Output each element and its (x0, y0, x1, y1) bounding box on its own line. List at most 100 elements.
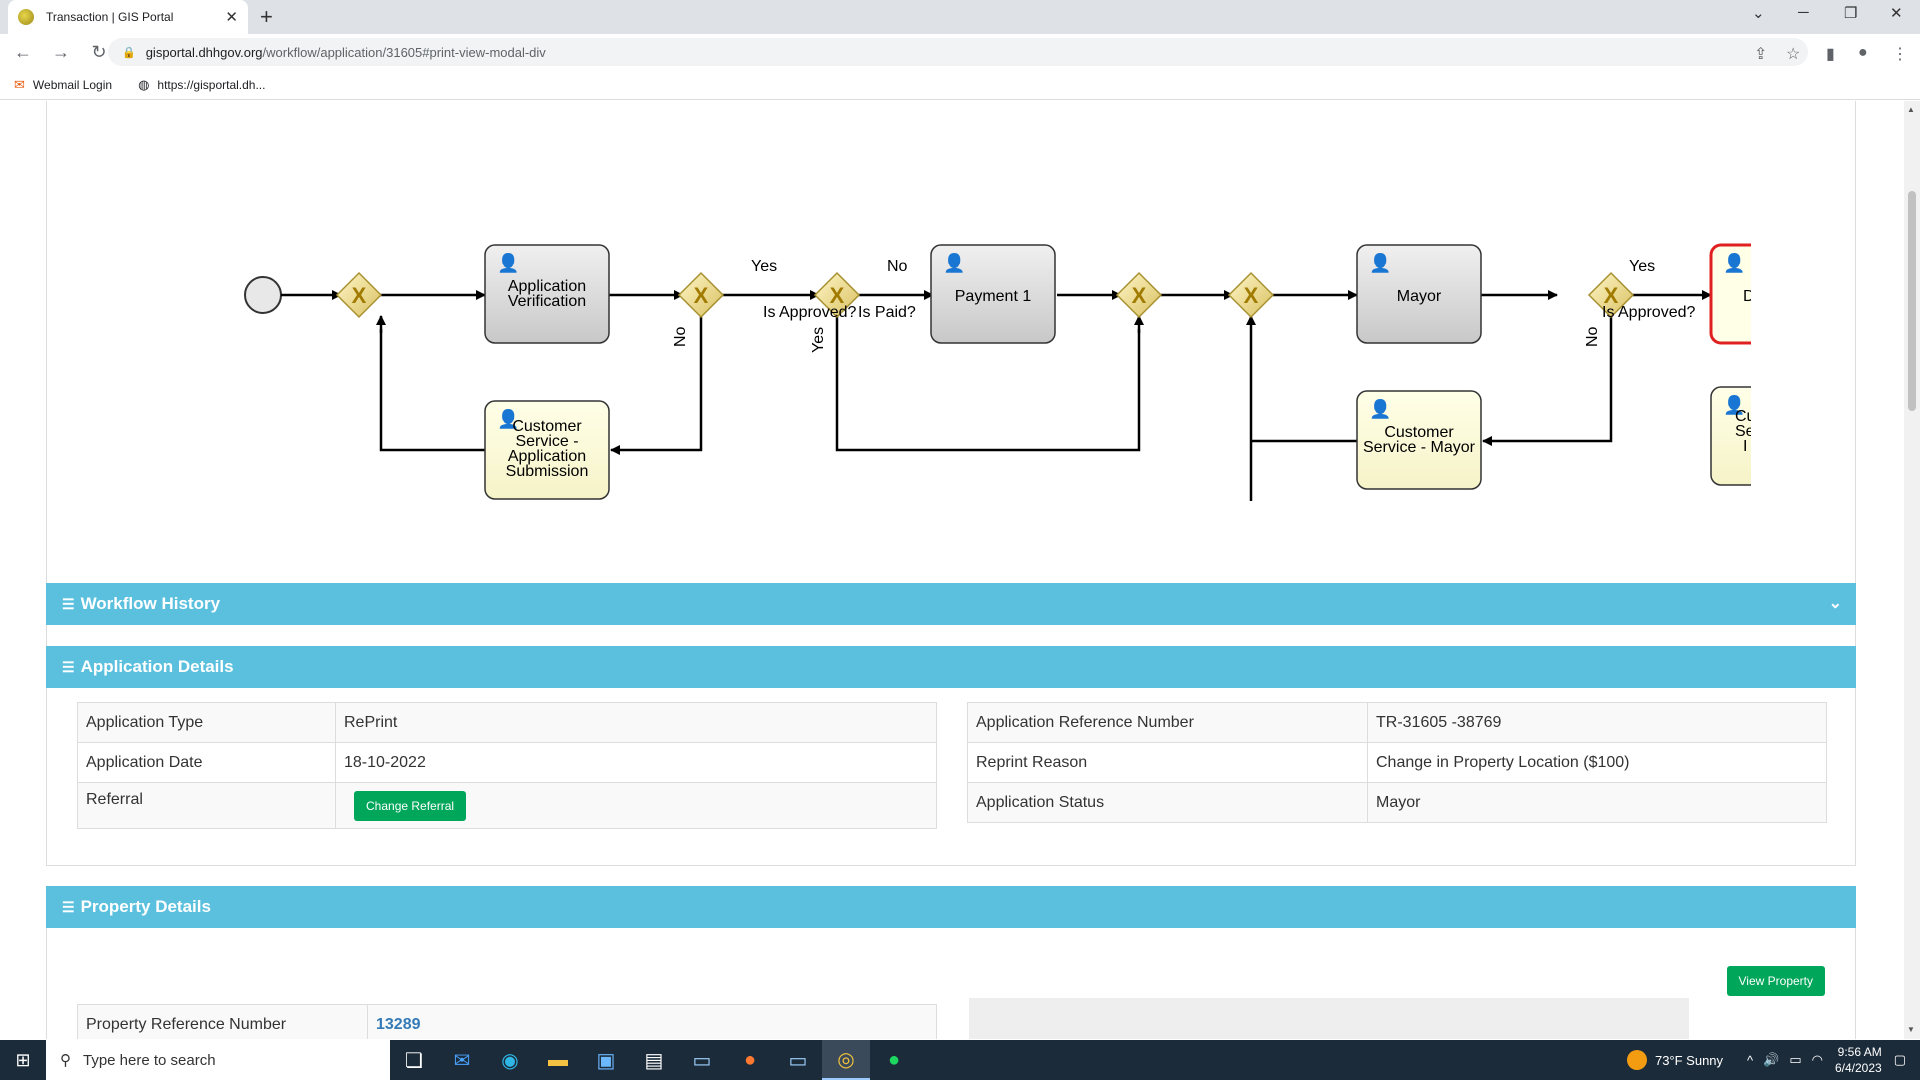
scrollbar-thumb[interactable] (1908, 191, 1916, 411)
user-task-icon: 👤 (1723, 252, 1745, 273)
globe-icon: ◍ (138, 76, 150, 92)
table-row: Application Status Mayor (967, 782, 1827, 823)
bookmark-label: https://gisportal.dh... (157, 77, 266, 92)
ticket-app-2-icon[interactable]: ▭ (788, 1049, 808, 1072)
application-details-header[interactable]: ☰ Application Details (46, 646, 1856, 688)
back-icon[interactable]: ← (14, 41, 32, 62)
user-task-icon: 👤 (1723, 394, 1745, 415)
panel-title: Workflow History (80, 594, 221, 613)
forward-icon[interactable]: → (52, 41, 70, 62)
tab-search-icon[interactable]: ⌄ (1752, 5, 1765, 22)
close-window-icon[interactable]: ✕ (1890, 5, 1903, 22)
workflow-history-header[interactable]: ☰ Workflow History ⌄ (46, 583, 1856, 625)
weather-text[interactable]: 73°F Sunny (1654, 1052, 1724, 1068)
search-icon: ⚲ (60, 1052, 71, 1069)
gateway-merge-1: X (1115, 271, 1163, 319)
browser-tab[interactable]: Transaction | GIS Portal ✕ (8, 0, 248, 34)
value-cell: 18-10-2022 (335, 742, 937, 783)
firefox-icon[interactable]: ● (743, 1048, 757, 1071)
ticket-app-icon[interactable]: ▭ (692, 1049, 712, 1072)
change-referral-button[interactable]: Change Referral (354, 790, 467, 821)
clock[interactable]: 9:56 AM 6/4/2023 (1835, 1044, 1882, 1076)
notifications-icon[interactable]: ▢ (1893, 1052, 1906, 1067)
file-explorer-icon[interactable]: ▬ (548, 1048, 568, 1071)
bookmark-webmail[interactable]: ✉ Webmail Login (14, 77, 112, 93)
gateway-label: X (1244, 283, 1259, 308)
address-bar[interactable]: 🔒 gisportal.dhhgov.org/workflow/applicat… (108, 38, 1808, 66)
volume-icon[interactable]: 🔊 (1763, 1052, 1780, 1067)
store-icon[interactable]: ▣ (596, 1049, 616, 1072)
bookmark-gisportal[interactable]: ◍ https://gisportal.dh... (138, 77, 265, 93)
table-row: Application Reference Number TR-31605 -3… (967, 702, 1827, 743)
user-task-icon: 👤 (497, 252, 519, 273)
reload-icon[interactable]: ↻ (91, 41, 107, 62)
flow-label-is-approved: Is Approved? (763, 304, 857, 321)
scroll-up-icon[interactable]: ▲ (1907, 105, 1915, 114)
start-event (244, 276, 282, 314)
webmail-icon: ✉ (14, 76, 25, 92)
task-partial-active[interactable]: 👤 D (1709, 243, 1835, 345)
label-cell: Application Status (967, 782, 1368, 823)
flow-label-no-vertical: No (672, 326, 689, 347)
battery-icon[interactable]: ▭ (1789, 1052, 1802, 1067)
label-cell: Referral (77, 782, 336, 829)
label-cell: Application Date (77, 742, 336, 783)
windows-start-icon[interactable]: ⊞ (15, 1049, 31, 1070)
task-view-icon[interactable]: ❏ (405, 1049, 423, 1072)
gateway-label: X (1604, 283, 1619, 308)
chevron-down-icon[interactable]: ⌄ (1828, 595, 1842, 612)
document-app-icon[interactable]: ▤ (644, 1049, 664, 1072)
task-label: Mayor (1397, 288, 1442, 305)
bookmark-label: Webmail Login (32, 77, 113, 92)
share-icon[interactable]: ⇪ (1754, 46, 1768, 63)
table-row: Property Reference Number 13289 (77, 1004, 937, 1039)
label-cell: Reprint Reason (967, 742, 1368, 783)
application-details-right-table: Application Reference Number TR-31605 -3… (967, 702, 1827, 823)
gateway-1: X (335, 271, 383, 319)
label-cell: Application Type (77, 702, 336, 743)
list-icon: ☰ (62, 658, 75, 675)
property-details-body: View Property Property Reference Number … (46, 928, 1856, 1039)
page-scrollbar[interactable]: ▲ ▼ (1904, 101, 1920, 1039)
tab-title: Transaction | GIS Portal (46, 10, 174, 24)
scroll-down-icon[interactable]: ▼ (1907, 1025, 1915, 1034)
menu-icon[interactable]: ⋮ (1892, 46, 1908, 63)
restore-icon[interactable]: ❐ (1844, 5, 1858, 22)
view-property-button[interactable]: View Property (1726, 966, 1825, 996)
task-payment[interactable]: 👤 Payment 1 (930, 244, 1056, 344)
value-cell: TR-31605 -38769 (1367, 702, 1827, 743)
weather-sun-icon (1626, 1050, 1647, 1070)
gateway-label: X (694, 283, 709, 308)
gateway-label: X (1132, 283, 1147, 308)
mail-icon[interactable]: ✉ (453, 1049, 471, 1072)
task-label: D (1743, 288, 1755, 305)
chrome-icon[interactable]: ◎ (822, 1040, 870, 1080)
bookmarks-bar: ✉ Webmail Login ◍ https://gisportal.dh..… (0, 70, 1920, 100)
user-task-icon: 👤 (1369, 398, 1391, 419)
wifi-icon[interactable]: ◠ (1811, 1052, 1823, 1067)
windows-taskbar: ⊞ ⚲ Type here to search ❏ ✉ ◉ ▬ ▣ ▤ ▭ ● … (0, 1040, 1920, 1080)
bookmark-star-icon[interactable]: ☆ (1786, 46, 1801, 63)
search-placeholder: Type here to search (83, 1051, 216, 1069)
property-details-table: Property Reference Number 13289 (77, 1004, 937, 1039)
close-tab-icon[interactable]: ✕ (225, 9, 238, 26)
tray-chevron-up-icon[interactable]: ^ (1747, 1052, 1754, 1068)
gateway-is-paid: X (813, 271, 861, 319)
new-tab-button[interactable]: + (260, 4, 273, 29)
spotify-icon[interactable]: ● (887, 1048, 901, 1071)
profile-icon[interactable]: ● (1858, 44, 1868, 61)
list-icon: ☰ (62, 898, 75, 915)
table-row: Application Type RePrint (77, 702, 937, 743)
page-content: X X X X X X (0, 101, 1920, 1039)
taskbar-search[interactable]: ⚲ Type here to search (46, 1040, 390, 1080)
side-panel-icon[interactable]: ▮ (1826, 46, 1835, 63)
property-details-header[interactable]: ☰ Property Details (46, 886, 1856, 928)
task-mayor[interactable]: 👤 Mayor (1356, 244, 1482, 344)
minimize-icon[interactable]: ─ (1798, 4, 1809, 21)
property-reference-link[interactable]: 13289 (376, 1015, 421, 1033)
edge-icon[interactable]: ◉ (501, 1049, 519, 1072)
